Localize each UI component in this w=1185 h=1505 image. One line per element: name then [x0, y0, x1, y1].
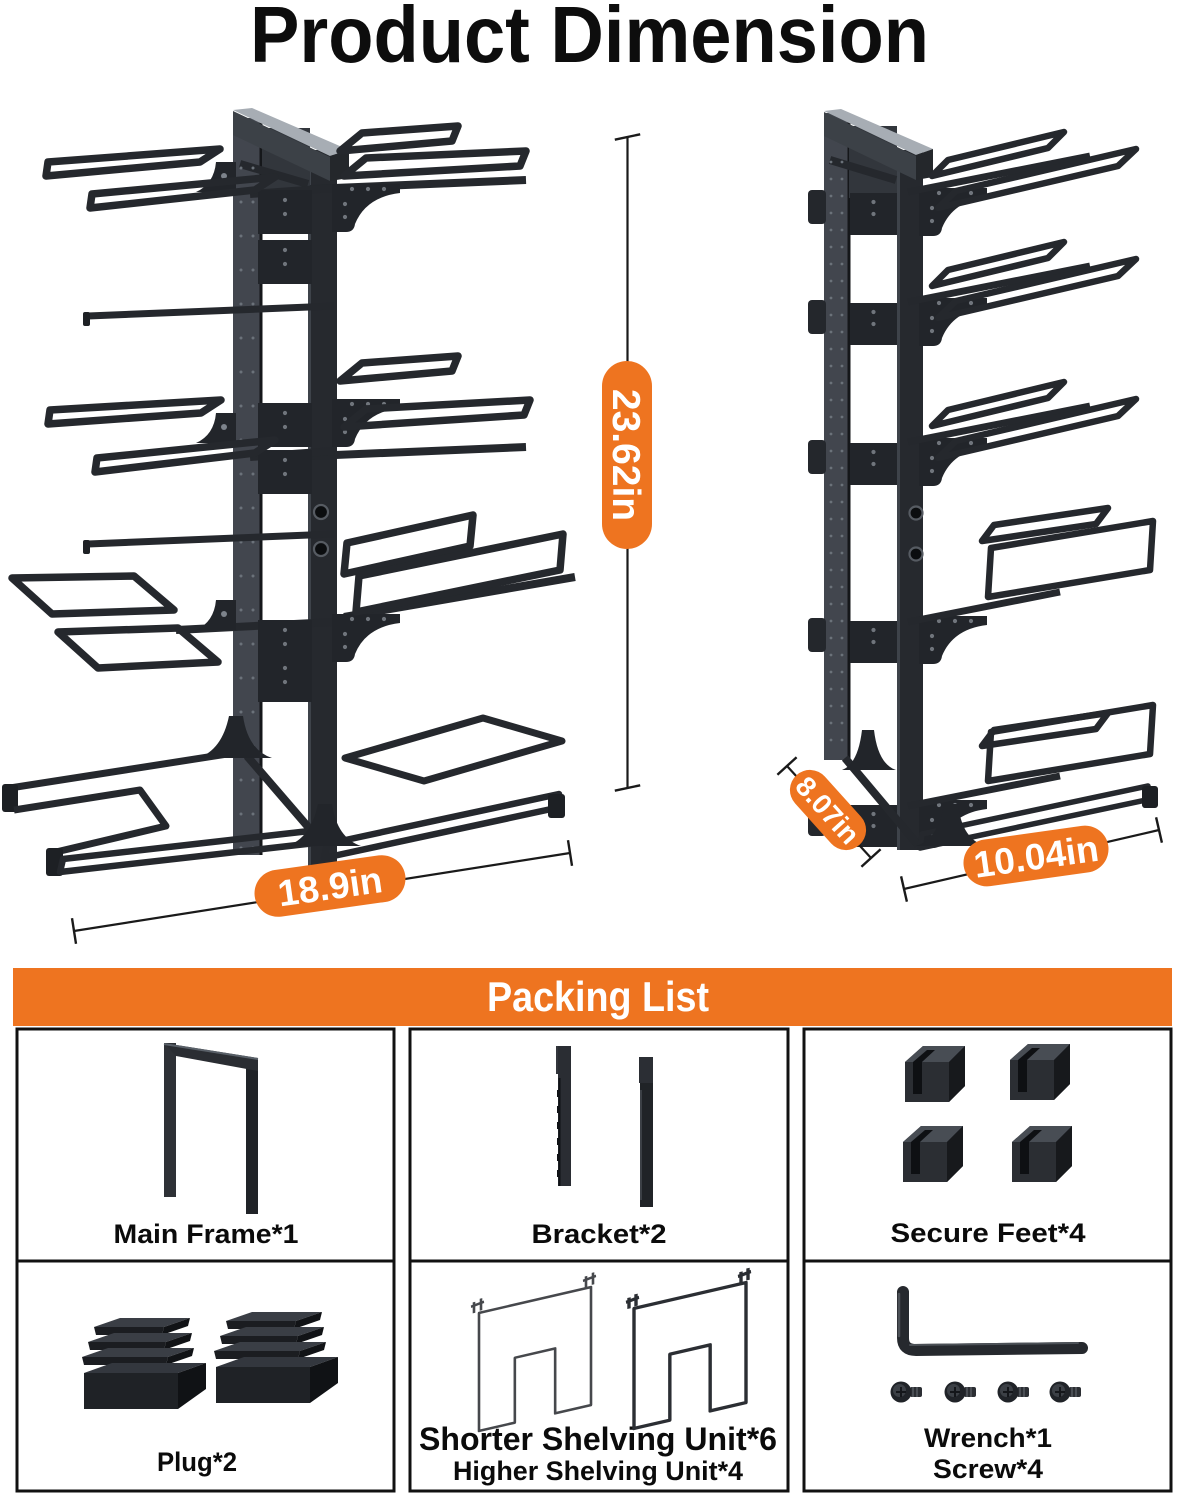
svg-text:Higher Shelving Unit*4: Higher Shelving Unit*4 [453, 1456, 743, 1486]
svg-text:Packing List: Packing List [487, 973, 709, 1020]
svg-text:Main Frame*1: Main Frame*1 [114, 1219, 299, 1249]
svg-text:Bracket*2: Bracket*2 [532, 1219, 667, 1249]
svg-text:Wrench*1: Wrench*1 [924, 1423, 1052, 1453]
svg-text:Plug*2: Plug*2 [157, 1447, 237, 1477]
svg-text:Shorter Shelving Unit*6: Shorter Shelving Unit*6 [419, 1421, 777, 1457]
svg-text:23.62in: 23.62in [604, 389, 647, 521]
svg-text:Screw*4: Screw*4 [933, 1454, 1043, 1484]
svg-text:Secure Feet*4: Secure Feet*4 [891, 1218, 1086, 1248]
svg-text:Product Dimension: Product Dimension [250, 0, 929, 79]
